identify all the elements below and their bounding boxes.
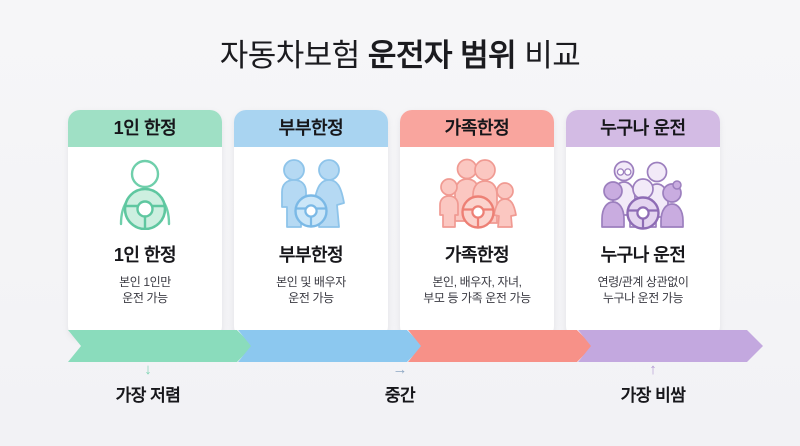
card-desc-line2: 운전 가능 <box>122 291 168 305</box>
price-label-cheapest-text: 가장 저렴 <box>115 386 181 405</box>
single-driver-icon <box>68 147 222 239</box>
card-header-family: 가족한정 <box>400 110 554 147</box>
card-description-couple: 본인 및 배우자 운전 가능 <box>270 274 352 306</box>
page-title: 자동차보험 운전자 범위 비교 <box>0 30 800 75</box>
price-label-mid-text: 중간 <box>384 386 416 405</box>
card-description-family: 본인, 배우자, 자녀, 부모 등 가족 운전 가능 <box>417 274 537 306</box>
card-title-couple: 부부한정 <box>278 245 344 265</box>
card-header-anyone: 누구나 운전 <box>566 110 720 147</box>
card-description-anyone: 연령/관계 상관없이 누구나 운전 가능 <box>592 274 695 306</box>
right-arrow-icon: → <box>392 361 408 378</box>
card-desc-line2: 운전 가능 <box>288 291 334 305</box>
couple-driver-icon <box>234 147 388 239</box>
price-label-expensive-text: 가장 비쌈 <box>620 386 686 405</box>
card-desc-line1: 본인 1인만 <box>119 275 171 289</box>
family-driver-icon <box>400 147 554 239</box>
card-title-family: 가족한정 <box>444 245 510 265</box>
cheapest-arrow <box>68 330 253 362</box>
coverage-card-family[interactable]: 가족한정 <box>400 110 554 338</box>
card-desc-line1: 연령/관계 상관없이 <box>597 275 689 289</box>
price-scale-arrows <box>68 330 740 362</box>
card-desc-line2: 부모 등 가족 운전 가능 <box>423 291 531 305</box>
anyone-driver-icon <box>566 147 720 239</box>
coverage-card-anyone[interactable]: 누구나 운전 <box>566 110 720 338</box>
card-header-single: 1인 한정 <box>68 110 222 147</box>
up-arrow-icon: ↑ <box>649 361 657 378</box>
card-description-single: 본인 1인만 운전 가능 <box>113 274 177 306</box>
coverage-card-couple[interactable]: 부부한정 부부한 <box>234 110 388 338</box>
card-desc-line1: 본인, 배우자, 자녀, <box>432 275 522 289</box>
mid-high-arrow <box>408 330 593 362</box>
price-scale-labels: ↓ 가장 저렴 → 중간 ↑ 가장 비쌈 <box>0 362 800 422</box>
card-desc-line1: 본인 및 배우자 <box>276 275 346 289</box>
card-desc-line2: 누구나 운전 가능 <box>602 291 684 305</box>
title-part-2: 운전자 범위 <box>367 38 517 73</box>
most-expensive-arrow <box>578 330 763 362</box>
title-part-3: 비교 <box>516 38 581 73</box>
title-part-1: 자동차보험 <box>219 38 368 73</box>
mid-low-arrow <box>238 330 423 362</box>
coverage-card-list: 1인 한정 1인 한정 본인 1인만 운전 가능 부부한정 <box>68 110 734 338</box>
price-label-expensive: ↑ 가장 비쌈 <box>573 362 733 406</box>
card-title-single: 1인 한정 <box>113 245 177 265</box>
down-arrow-icon: ↓ <box>144 361 152 378</box>
card-title-anyone: 누구나 운전 <box>600 245 686 265</box>
card-header-couple: 부부한정 <box>234 110 388 147</box>
price-label-mid: → 중간 <box>320 362 480 406</box>
coverage-card-single[interactable]: 1인 한정 1인 한정 본인 1인만 운전 가능 <box>68 110 222 338</box>
price-label-cheapest: ↓ 가장 저렴 <box>68 362 228 406</box>
